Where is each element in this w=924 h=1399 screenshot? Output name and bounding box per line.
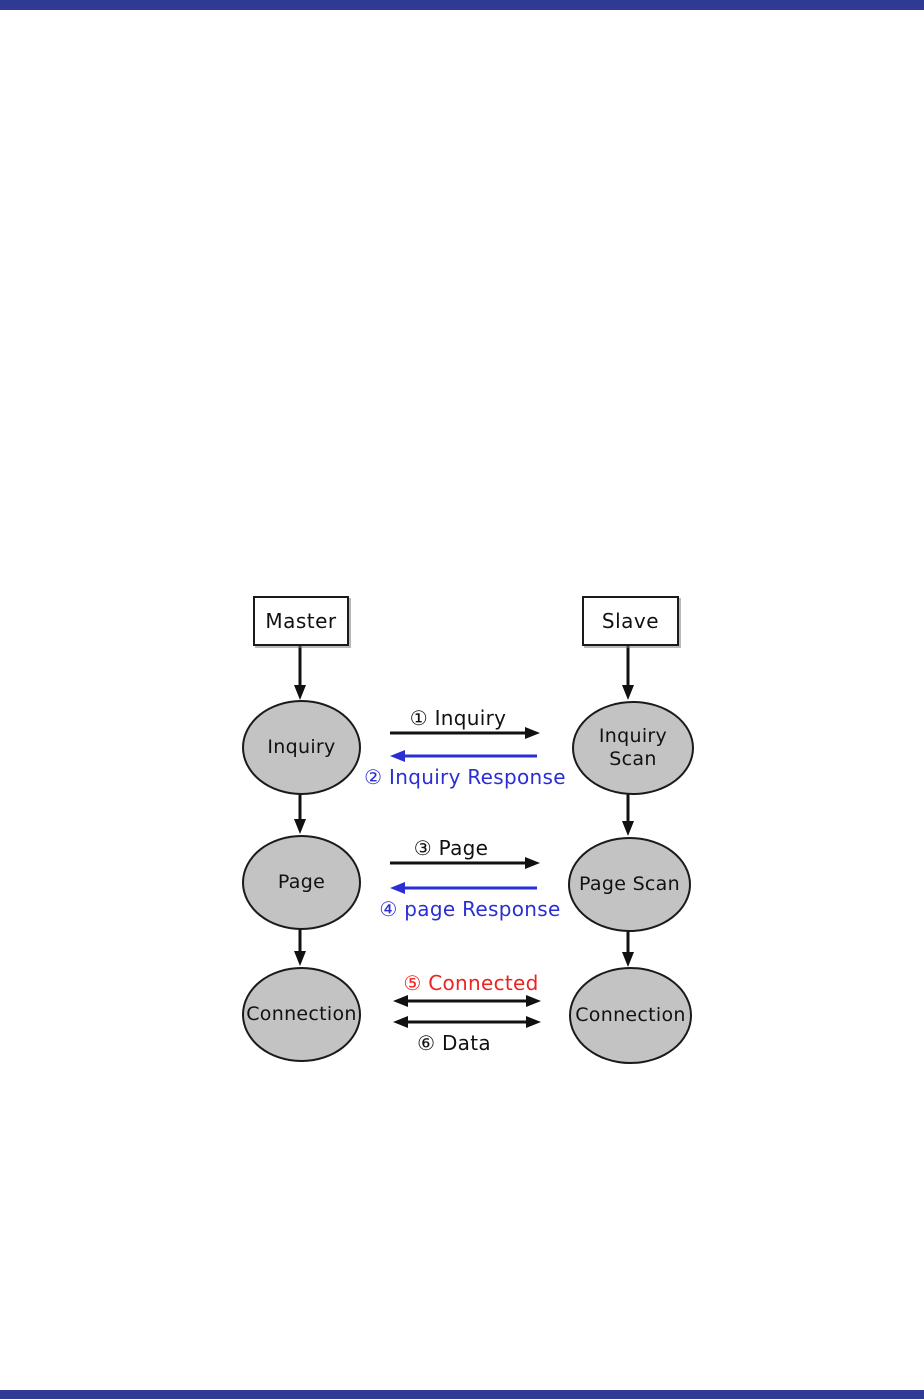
page-message-label: ③ Page: [413, 836, 489, 860]
arrow-page-to-connection: [294, 926, 306, 966]
master-node-box: Master: [253, 596, 349, 646]
data-message-label: ⑥ Data: [417, 1031, 491, 1055]
bottom-divider-bar: [0, 1390, 924, 1399]
connection-right-state-ellipse: Connection: [569, 967, 692, 1064]
arrow-page-scan-to-connection: [622, 928, 634, 967]
arrow-page-response-message: [390, 882, 537, 894]
page-state-ellipse: Page: [242, 835, 361, 930]
arrow-master-to-inquiry: [294, 644, 306, 700]
connection-left-state-ellipse: Connection: [242, 967, 361, 1062]
arrow-inquiry-scan-to-page-scan: [622, 792, 634, 836]
page-scan-state-ellipse: Page Scan: [568, 837, 691, 932]
arrow-connected-bidirectional: [393, 995, 541, 1007]
inquiry-response-message-label: ② Inquiry Response: [364, 765, 566, 789]
page-response-message-label: ④ page Response: [379, 897, 561, 921]
arrow-slave-to-inquiry-scan: [622, 644, 634, 700]
connected-message-label: ⑤ Connected: [403, 971, 539, 995]
inquiry-state-ellipse: Inquiry: [242, 700, 361, 795]
slave-node-box: Slave: [582, 596, 679, 646]
arrow-inquiry-to-page: [294, 791, 306, 834]
top-divider-bar: [0, 0, 924, 10]
inquiry-message-label: ① Inquiry: [409, 706, 507, 730]
arrow-inquiry-response-message: [390, 750, 537, 762]
inquiry-scan-state-ellipse: Inquiry Scan: [572, 701, 694, 795]
arrow-data-bidirectional: [393, 1016, 541, 1028]
